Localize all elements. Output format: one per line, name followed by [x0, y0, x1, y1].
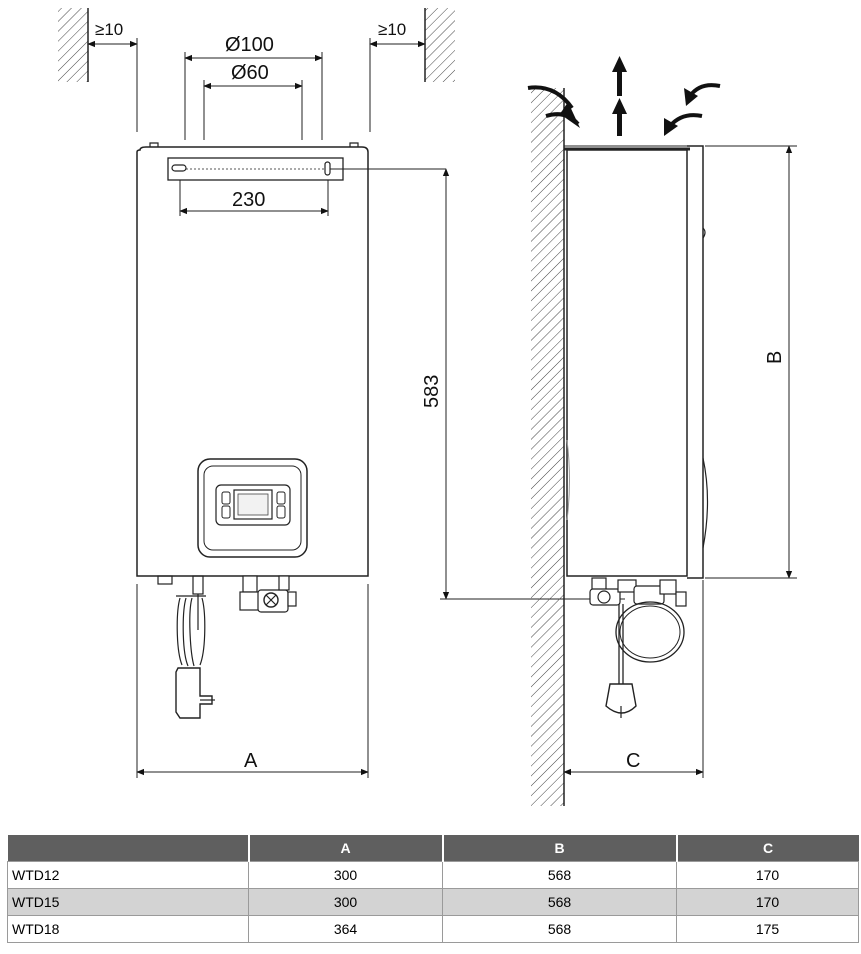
- header-model: [7, 835, 250, 862]
- cell-c: 175: [676, 915, 859, 943]
- clearance-right-label: ≥10: [378, 20, 406, 39]
- cell-model: WTD18: [7, 915, 249, 943]
- cell-b: 568: [442, 915, 677, 943]
- control-button-right-top: [276, 491, 286, 505]
- bracket-width-label: 230: [232, 189, 265, 211]
- header-b: B: [442, 835, 678, 862]
- power-plug: [175, 667, 213, 719]
- airflow-arrows: [527, 56, 721, 136]
- width-a-label: A: [244, 750, 258, 772]
- depth-c-label: C: [626, 750, 640, 772]
- control-button-left-top: [221, 491, 231, 505]
- side-connections: [589, 577, 687, 718]
- cell-c: 170: [676, 861, 859, 889]
- power-cable: [176, 594, 206, 667]
- cell-a: 300: [248, 861, 443, 889]
- cell-b: 568: [442, 861, 677, 889]
- table-row: WTD18 364 568 175: [7, 915, 859, 943]
- dimensions-table: A B C WTD12 300 568 170 WTD15 300 568 17…: [7, 835, 859, 943]
- front-view: ≥10 ≥10 Ø100 Ø60 230 583: [58, 8, 625, 778]
- height-b-label: B: [764, 351, 786, 364]
- header-c: C: [676, 835, 859, 862]
- header-a: A: [248, 835, 444, 862]
- clearance-left-label: ≥10: [95, 20, 123, 39]
- dimension-drawing: ≥10 ≥10 Ø100 Ø60 230 583: [58, 8, 797, 806]
- cell-c: 170: [676, 888, 859, 916]
- inner-diameter-label: Ø60: [231, 62, 269, 84]
- height-583-label: 583: [421, 375, 443, 408]
- water-valve: [239, 575, 297, 613]
- heater-body-front: [136, 146, 369, 577]
- cell-model: WTD12: [7, 861, 249, 889]
- side-wall-hatch: [531, 88, 564, 806]
- table-row: WTD15 300 568 170: [7, 888, 859, 916]
- right-wall-hatch: [425, 8, 455, 82]
- table-row: WTD12 300 568 170: [7, 861, 859, 889]
- cell-a: 364: [248, 915, 443, 943]
- control-button-right-bottom: [276, 505, 286, 519]
- cell-a: 300: [248, 888, 443, 916]
- heater-body-side: [566, 149, 688, 577]
- cell-model: WTD15: [7, 888, 249, 916]
- table-header-row: A B C: [7, 835, 859, 862]
- cell-b: 568: [442, 888, 677, 916]
- left-wall-hatch: [58, 8, 88, 82]
- side-view: B C: [527, 56, 797, 806]
- outer-diameter-label: Ø100: [225, 34, 274, 56]
- control-button-left-bottom: [221, 505, 231, 519]
